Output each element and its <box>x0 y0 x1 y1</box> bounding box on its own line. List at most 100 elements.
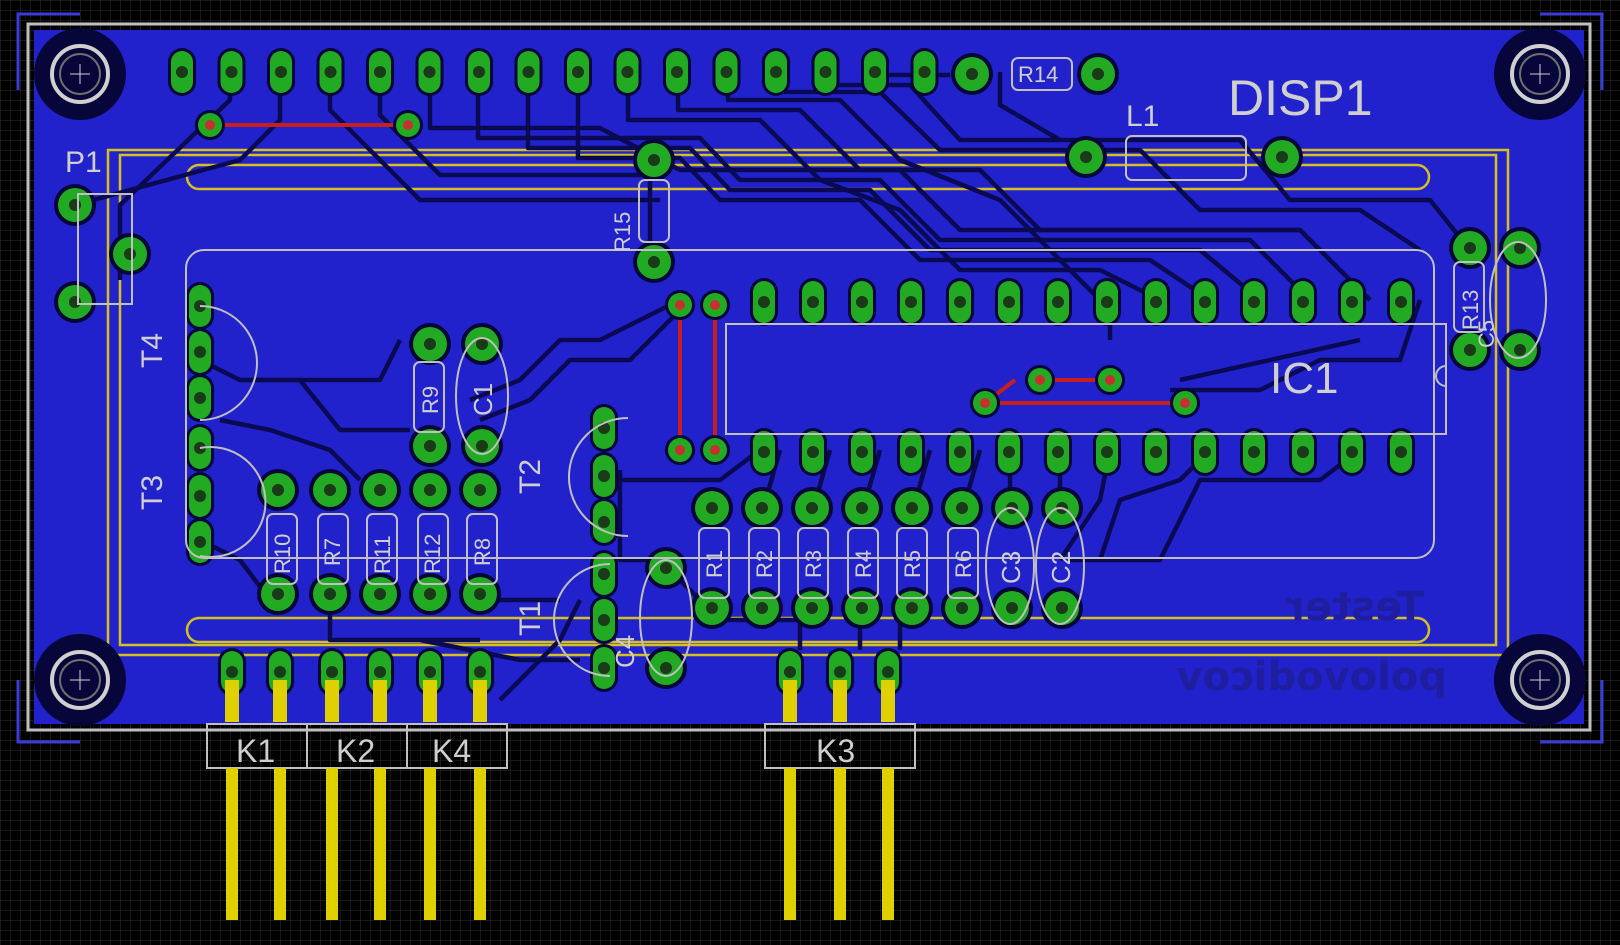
component-pad <box>741 587 783 629</box>
ic1-pin-top <box>1387 278 1415 326</box>
component-pad <box>54 281 96 323</box>
component-pads <box>54 53 1541 692</box>
label-c3: C3 <box>996 551 1026 584</box>
ic1-pin-top <box>1240 278 1268 326</box>
component-pad <box>109 233 151 275</box>
bottom-text-polovodicov: polovodicov <box>1177 654 1447 700</box>
via <box>665 435 695 465</box>
component-pad <box>691 587 733 629</box>
ic1-pin-top <box>1093 278 1121 326</box>
label-r10: R10 <box>270 534 295 574</box>
silkscreen-outlines <box>77 57 1547 769</box>
via <box>1095 365 1125 395</box>
ic1-pin-bottom <box>1387 428 1415 476</box>
component-pad <box>1065 136 1107 178</box>
display-pin <box>663 48 691 96</box>
ic1-pin-top <box>750 278 778 326</box>
component-pad <box>409 425 451 467</box>
header-pin-leg <box>274 768 286 920</box>
via <box>700 290 730 320</box>
component-pad <box>1499 227 1541 269</box>
via <box>1025 365 1055 395</box>
via <box>1170 388 1200 418</box>
component-pad <box>645 547 687 589</box>
component-pad <box>461 323 503 365</box>
label-r9: R9 <box>418 386 443 414</box>
top-traces <box>210 123 1185 450</box>
label-c5: C5 <box>1474 320 1499 348</box>
label-ic1: IC1 <box>1270 354 1338 403</box>
component-pad <box>54 184 96 226</box>
transistor-pad <box>590 596 618 644</box>
component-pad <box>459 469 501 511</box>
ic1-pin-bottom <box>1093 428 1121 476</box>
header-pin-stub <box>473 680 487 722</box>
header-pin-leg <box>474 768 486 920</box>
component-pad <box>633 139 675 181</box>
ic1-pins <box>750 278 1415 476</box>
ic1-pin-top <box>1289 278 1317 326</box>
corner-marks <box>16 12 1604 744</box>
transistor-pad <box>186 472 214 520</box>
display-pin <box>762 48 790 96</box>
ic1-pin-bottom <box>799 428 827 476</box>
component-pad <box>951 53 993 95</box>
label-l1: L1 <box>1126 100 1159 133</box>
display-pin <box>217 48 246 96</box>
ic1-pin-top <box>1044 278 1072 326</box>
display-pin <box>366 48 394 96</box>
transistor-pad <box>186 374 214 422</box>
label-c2: C2 <box>1046 551 1076 584</box>
label-t2: T2 <box>514 459 547 494</box>
display-pin <box>316 48 345 96</box>
label-k3: K3 <box>816 733 855 769</box>
header-pin-stub <box>373 680 387 722</box>
ic1-pin-bottom <box>1289 428 1317 476</box>
label-disp1: DISP1 <box>1228 70 1373 126</box>
mounting-holes <box>34 28 1586 726</box>
component-pad <box>791 487 833 529</box>
component-pad <box>257 469 299 511</box>
ic1-pin-bottom <box>995 428 1023 476</box>
via <box>393 110 423 140</box>
header-pin-stub <box>423 680 437 722</box>
component-pad <box>1041 587 1083 629</box>
display-header-pins <box>168 48 939 96</box>
ic1-pin-top <box>1191 278 1219 326</box>
component-pad <box>409 573 451 615</box>
mounting-hole-bl <box>34 634 126 726</box>
component-pad <box>1449 329 1491 371</box>
component-pad <box>741 487 783 529</box>
component-pad <box>309 573 351 615</box>
label-r13: R13 <box>1458 290 1483 330</box>
via <box>700 435 730 465</box>
ic1-pin-bottom <box>750 428 778 476</box>
label-r3: R3 <box>801 550 826 578</box>
component-pad <box>459 573 501 615</box>
header-pin-stub <box>833 680 847 722</box>
board-outline <box>26 22 1592 732</box>
ic1-pin-top <box>1142 278 1170 326</box>
header-pin-leg <box>424 768 436 920</box>
header-pin-stub <box>783 680 797 722</box>
via <box>970 388 1000 418</box>
bottom-text-tester: Tester <box>1285 584 1424 630</box>
label-t3: T3 <box>136 475 169 510</box>
ic1-pin-top <box>897 278 925 326</box>
component-pad <box>841 487 883 529</box>
component-pad <box>409 469 451 511</box>
via <box>195 110 225 140</box>
label-r1: R1 <box>702 550 727 578</box>
display-pin <box>811 48 840 96</box>
ic1-pin-bottom <box>848 428 876 476</box>
component-pad <box>1077 53 1119 95</box>
ic1-pin-top <box>1338 278 1366 326</box>
component-pad <box>461 425 503 467</box>
header-pin-leg <box>226 768 238 920</box>
ic1-pin-bottom <box>1142 428 1170 476</box>
mounting-hole-br <box>1494 634 1586 726</box>
ic1-pin-top <box>995 278 1023 326</box>
label-r4: R4 <box>851 550 876 578</box>
label-r2: R2 <box>752 550 777 578</box>
display-pin <box>712 48 741 96</box>
